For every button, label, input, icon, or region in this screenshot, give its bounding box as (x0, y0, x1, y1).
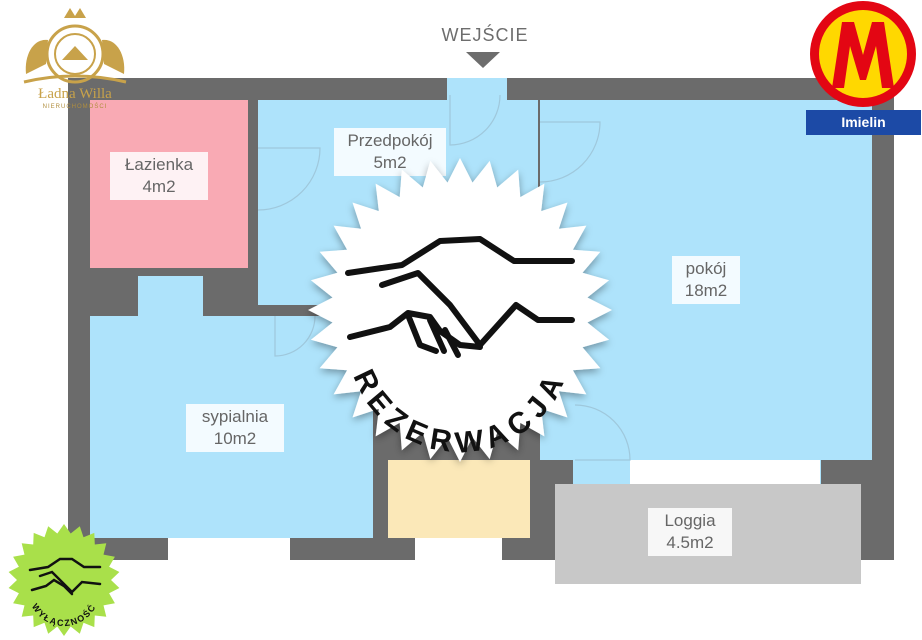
company-name: Ładna Willa (38, 86, 112, 102)
bathroom-label: Łazienka 4m2 (110, 152, 208, 200)
hallway-name: Przedpokój (347, 131, 433, 150)
living-room-label: pokój 18m2 (672, 256, 740, 304)
loggia-area-text: 4.5m2 (666, 533, 714, 552)
bedroom-label: sypialnia 10m2 (186, 404, 284, 452)
hallway-label: Przedpokój 5m2 (334, 128, 446, 176)
company-crest-icon (23, 8, 127, 84)
window-kitchen (415, 538, 502, 560)
entrance-label: WEJŚCIE (441, 25, 529, 45)
badge-starburst (8, 524, 120, 636)
bathroom-name: Łazienka (124, 155, 194, 174)
loggia-label: Loggia 4.5m2 (648, 508, 732, 556)
living-room-name: pokój (685, 259, 727, 278)
bedroom-closet (138, 276, 203, 318)
window-living (630, 460, 820, 484)
window-bedroom (168, 538, 290, 560)
company-subtitle: NIERUCHOMOŚCI (42, 104, 108, 110)
handshake-icon (345, 236, 575, 358)
exclusivity-badge: WYŁĄCZNOŚĆ (8, 524, 120, 636)
door-entrance-swing (449, 94, 501, 146)
hallway-area-text: 5m2 (373, 153, 407, 172)
loggia-name: Loggia (664, 511, 716, 530)
reservation-stamp: REZERWACJA (308, 158, 612, 462)
door-living-swing (539, 121, 601, 183)
bedroom-area-text: 10m2 (213, 429, 257, 448)
badge-handshake-icon (28, 557, 102, 596)
bathroom-area-text: 4m2 (142, 177, 176, 196)
bedroom-name: sypialnia (201, 407, 269, 426)
door-bedroom-swing (274, 315, 316, 357)
metro-station-badge: Imielin (806, 110, 921, 135)
living-room-area-text: 18m2 (684, 281, 728, 300)
kitchen-area (388, 460, 530, 538)
metro-inner (819, 10, 907, 98)
metro-letter-icon (832, 22, 894, 88)
entrance-opening (447, 78, 507, 102)
stamp-starburst (308, 158, 612, 462)
door-bathroom-swing (257, 147, 321, 211)
entrance-arrow-icon (466, 52, 500, 68)
metro-logo (810, 1, 916, 107)
door-loggia-swing (574, 404, 631, 461)
